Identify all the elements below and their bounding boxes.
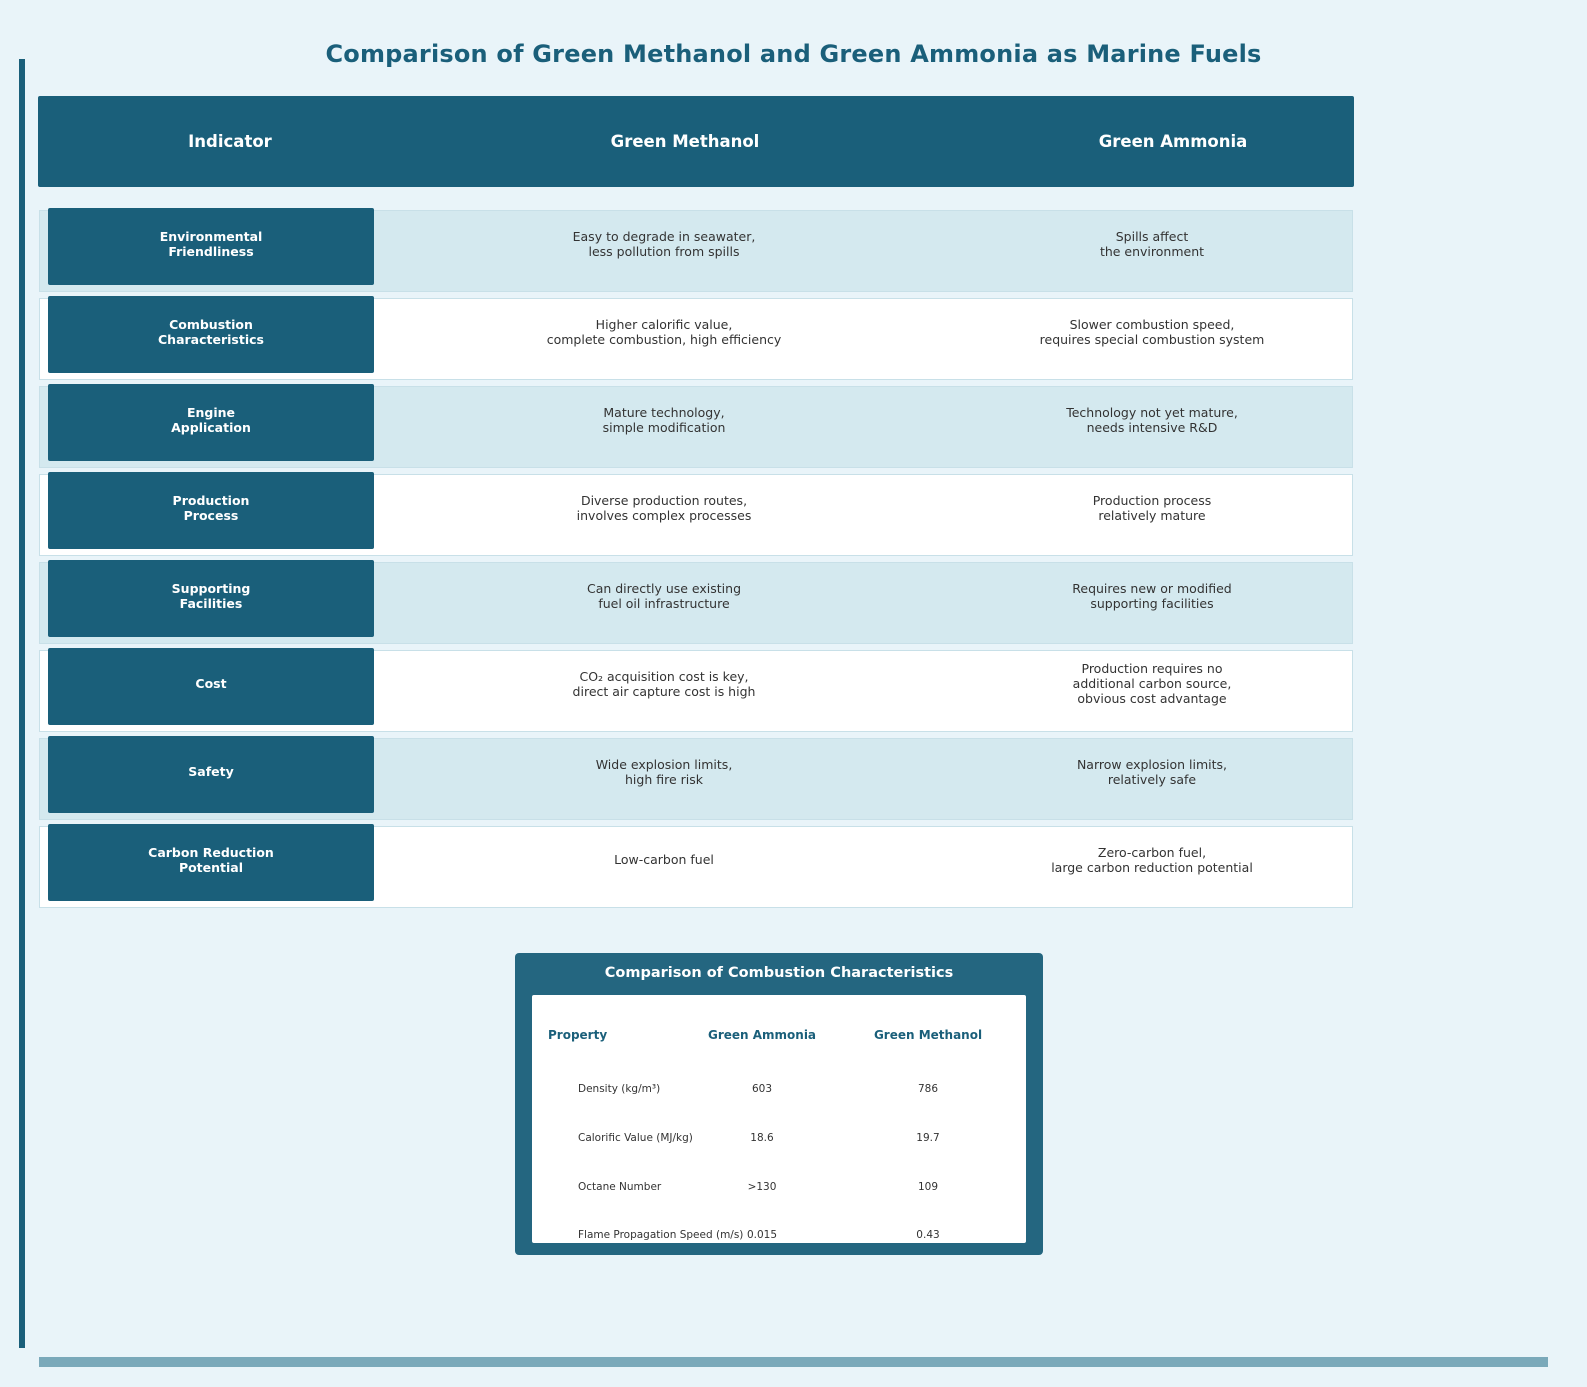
combustion-header-green-methanol: Green Methanol: [873, 1028, 983, 1042]
table-row-combustion-characteristics: Combustion Characteristics Higher calori…: [39, 296, 1353, 380]
indicator-label: Engine Application: [48, 384, 374, 461]
ammonia-cell: Technology not yet mature, needs intensi…: [1066, 404, 1238, 435]
combustion-ammonia-octane-number: >130: [747, 1181, 777, 1193]
indicator-label: Production Process: [48, 472, 374, 549]
combustion-property-flame-propagation-speed: Flame Propagation Speed (m/s): [578, 1229, 744, 1241]
indicator-label: Safety: [48, 736, 374, 813]
combustion-header-green-ammonia: Green Ammonia: [707, 1028, 817, 1042]
table-row-carbon-reduction-potential: Carbon Reduction Potential Low-carbon fu…: [39, 824, 1353, 908]
ammonia-cell: Slower combustion speed, requires specia…: [1039, 316, 1265, 347]
ammonia-cell: Narrow explosion limits, relatively safe: [1076, 756, 1228, 787]
ammonia-cell: Zero-carbon fuel, large carbon reduction…: [1051, 844, 1253, 875]
methanol-cell: Easy to degrade in seawater, less pollut…: [572, 228, 756, 259]
table-row-engine-application: Engine Application Mature technology, si…: [39, 384, 1353, 468]
combustion-panel-title: Comparison of Combustion Characteristics: [604, 965, 954, 981]
indicator-label: Cost: [48, 648, 374, 725]
methanol-cell: Higher calorific value, complete combust…: [546, 316, 782, 347]
combustion-ammonia-calorific-value: 18.6: [750, 1132, 774, 1144]
combustion-methanol-density: 786: [917, 1083, 939, 1095]
methanol-cell: Low-carbon fuel: [614, 852, 714, 867]
table-row-safety: Safety Wide explosion limits, high fire …: [39, 736, 1353, 820]
methanol-cell: Mature technology, simple modification: [602, 404, 726, 435]
combustion-methanol-octane-number: 109: [917, 1181, 939, 1193]
combustion-methanol-calorific-value: 19.7: [916, 1132, 940, 1144]
ammonia-cell: Spills affect the environment: [1099, 228, 1205, 259]
table-header: Indicator Green Methanol Green Ammonia: [38, 96, 1354, 187]
methanol-cell: Wide explosion limits, high fire risk: [595, 756, 733, 787]
indicator-label: Environmental Friendliness: [48, 208, 374, 285]
indicator-label: Supporting Facilities: [48, 560, 374, 637]
ammonia-cell: Production process relatively mature: [1092, 492, 1212, 523]
indicator-label: Carbon Reduction Potential: [48, 824, 374, 901]
methanol-cell: Diverse production routes, involves comp…: [576, 492, 752, 523]
combustion-property-octane-number: Octane Number: [578, 1181, 662, 1193]
table-row-environmental-friendliness: Environmental Friendliness Easy to degra…: [39, 208, 1353, 292]
ammonia-cell: Requires new or modified supporting faci…: [1072, 580, 1232, 611]
ammonia-cell: Production requires no additional carbon…: [1072, 661, 1232, 706]
table-row-cost: Cost CO₂ acquisition cost is key, direct…: [39, 648, 1353, 732]
header-green-ammonia: Green Ammonia: [1098, 132, 1248, 151]
combustion-ammonia-flame-propagation-speed: 0.015: [746, 1229, 778, 1241]
combustion-ammonia-density: 603: [751, 1083, 773, 1095]
bottom-bar: [39, 1357, 1548, 1367]
methanol-cell: CO₂ acquisition cost is key, direct air …: [572, 668, 756, 699]
left-accent-bar: [19, 59, 25, 1348]
header-indicator: Indicator: [188, 132, 272, 151]
combustion-characteristics-panel: Comparison of Combustion Characteristics…: [515, 953, 1043, 1255]
header-green-methanol: Green Methanol: [610, 132, 760, 151]
table-row-production-process: Production Process Diverse production ro…: [39, 472, 1353, 556]
methanol-cell: Can directly use existing fuel oil infra…: [586, 580, 742, 611]
page-title: Comparison of Green Methanol and Green A…: [325, 40, 1262, 68]
table-row-supporting-facilities: Supporting Facilities Can directly use e…: [39, 560, 1353, 644]
combustion-header-property: Property: [548, 1028, 608, 1042]
indicator-label: Combustion Characteristics: [48, 296, 374, 373]
combustion-property-calorific-value: Calorific Value (MJ/kg): [578, 1132, 693, 1144]
combustion-methanol-flame-propagation-speed: 0.43: [916, 1229, 940, 1241]
combustion-table: Property Green Ammonia Green Methanol De…: [532, 995, 1026, 1243]
combustion-property-density: Density (kg/m³): [578, 1083, 661, 1095]
